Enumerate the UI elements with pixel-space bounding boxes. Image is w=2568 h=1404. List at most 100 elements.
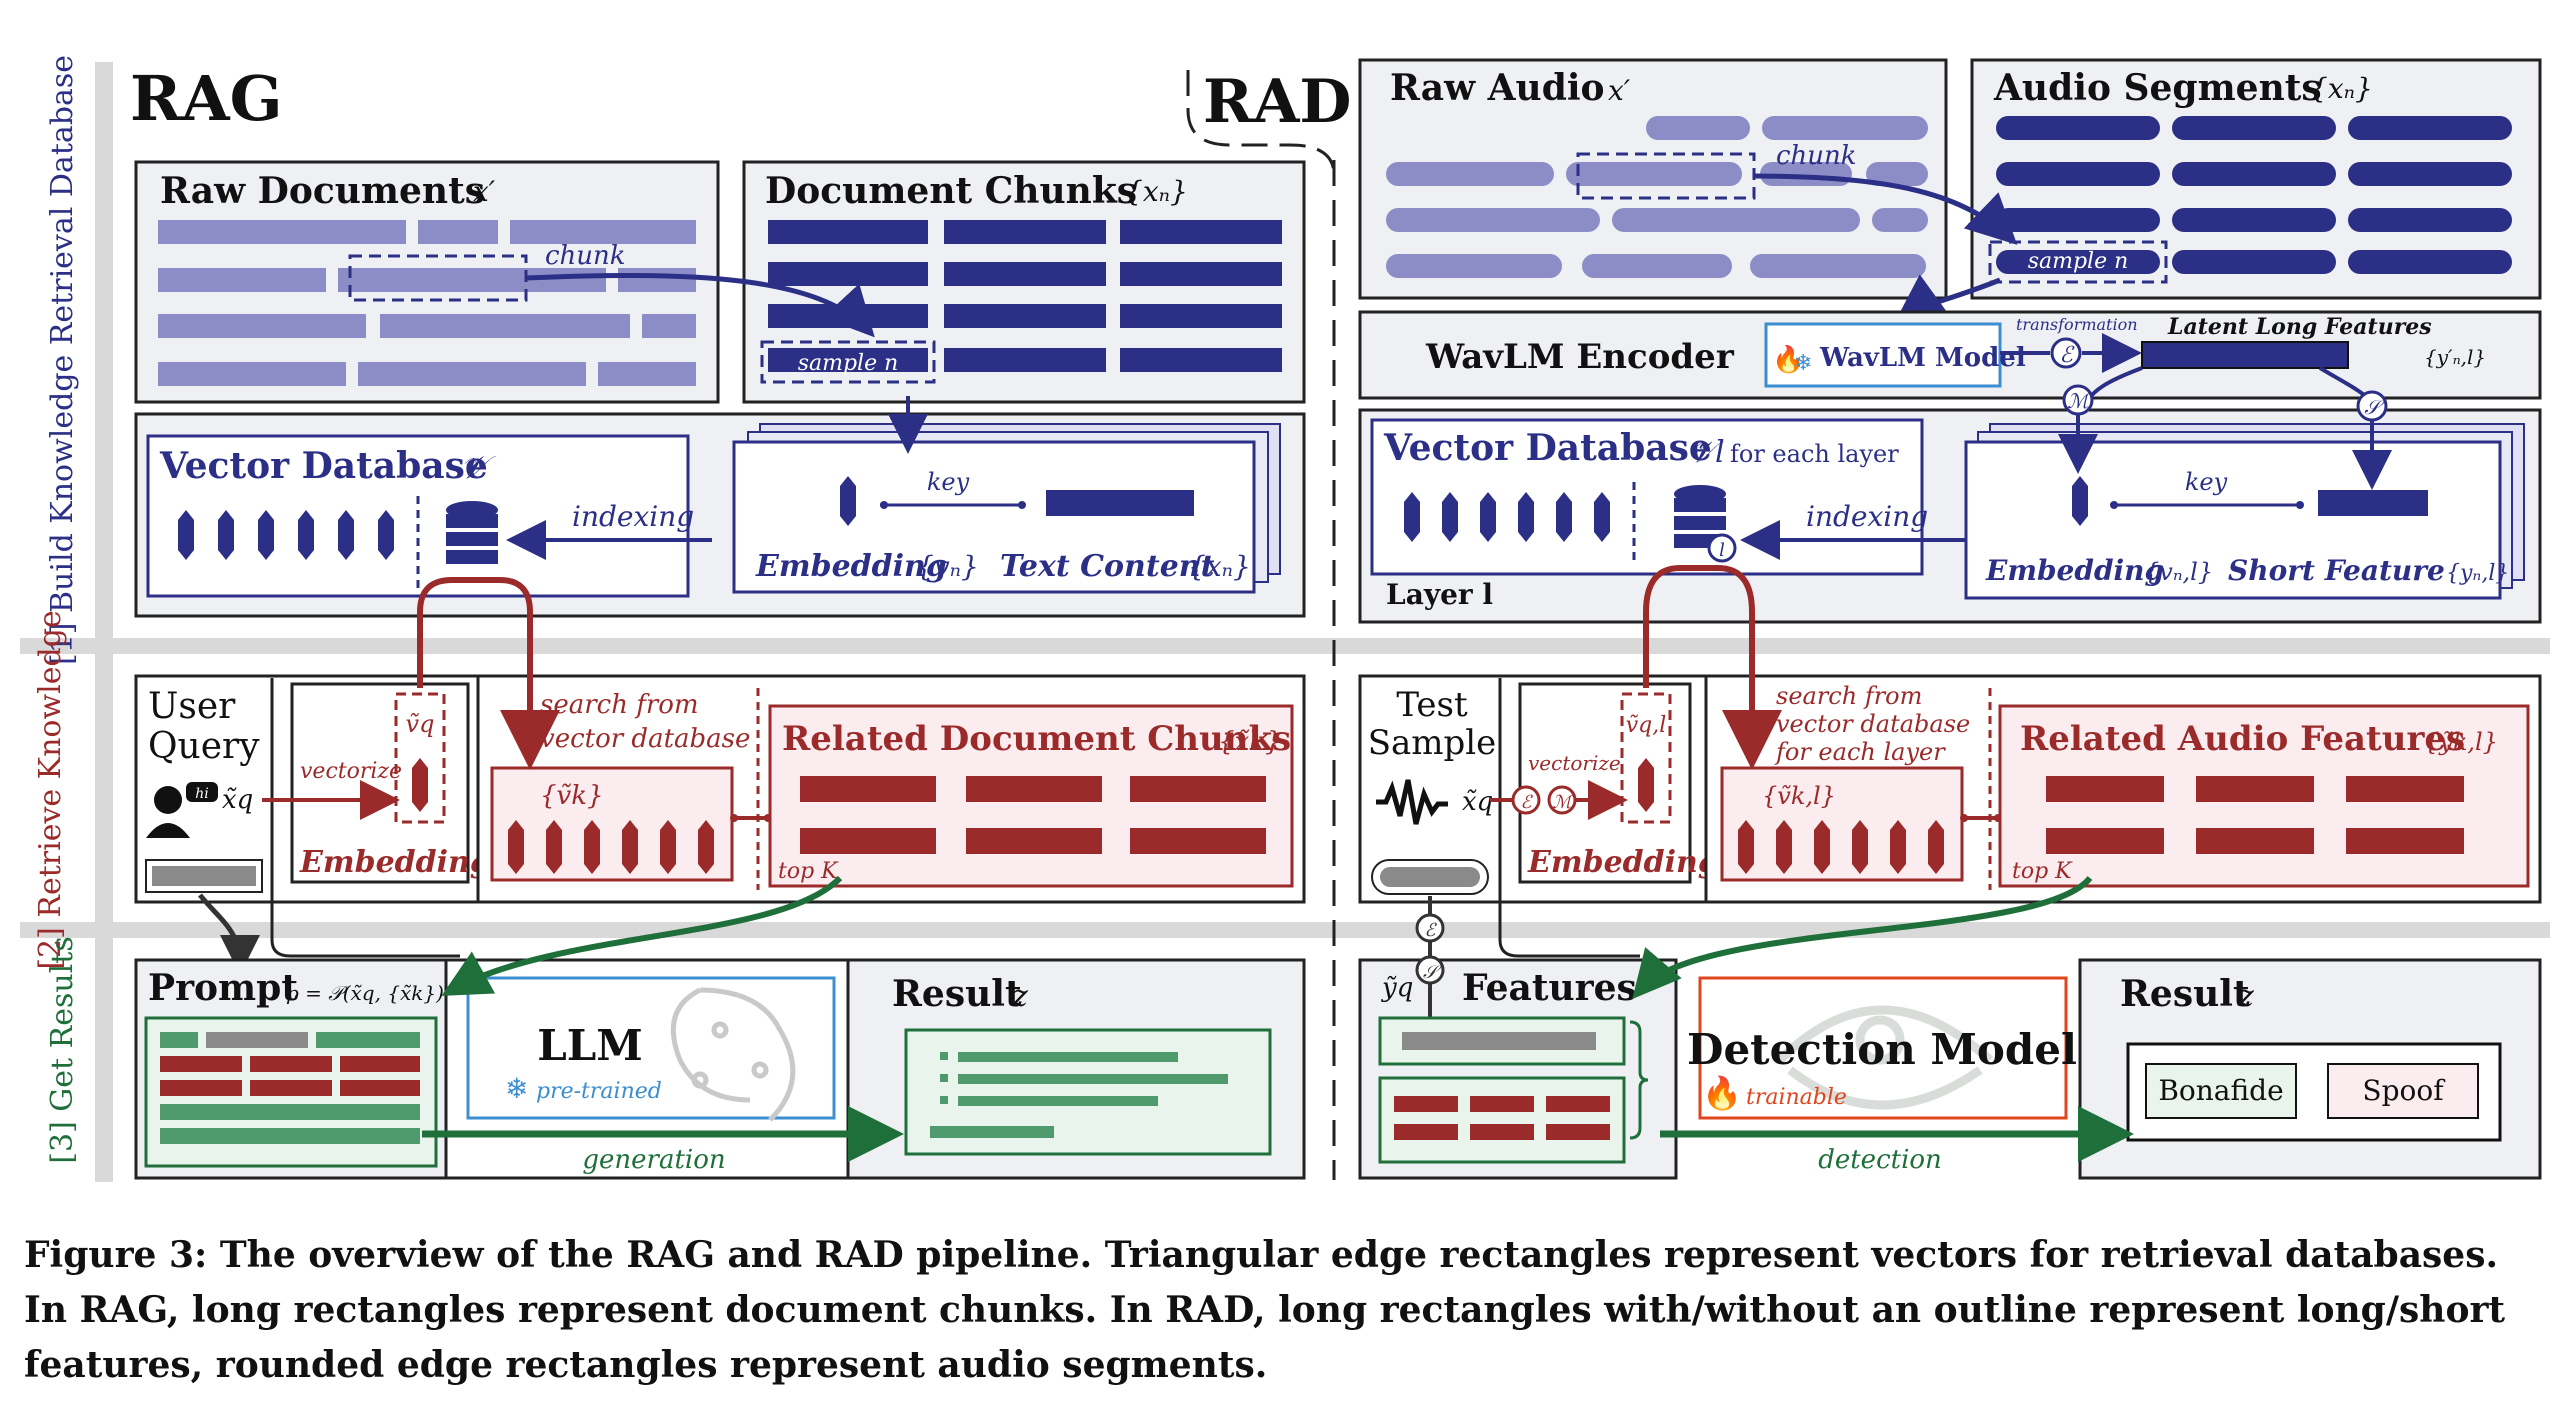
svg-text:indexing: indexing	[1806, 500, 1928, 533]
rad-features-label: Features	[1462, 967, 1637, 1009]
wavlm-model-box	[1764, 322, 2002, 388]
svg-text:ℳ: ℳ	[1552, 792, 1574, 813]
wavlm-model-label: WavLM Model	[1819, 343, 2026, 373]
rag-retrieved-vectors-box	[490, 766, 734, 882]
svg-text:{ṽk,l}: {ṽk,l}	[1762, 782, 1836, 810]
svg-text:chunk: chunk	[1776, 141, 1857, 171]
generation-label: generation	[582, 1145, 725, 1175]
latent-long-features-label: Latent Long Features	[2167, 314, 2432, 340]
caption-line-1: Figure 3: The overview of the RAG and RA…	[24, 1234, 2499, 1276]
wavlm-encoder-label: WavLM Encoder	[1425, 337, 1735, 377]
svg-text:{ỹk,l}: {ỹk,l}	[2424, 728, 2498, 756]
svg-text:[1] Build Knowledge Retrieval: [1] Build Knowledge Retrieval Database	[45, 55, 80, 665]
llm-box	[466, 976, 836, 1120]
rad-audio-segments-title: Audio Segments	[1993, 67, 2322, 109]
svg-text:[3] Get Results: [3] Get Results	[45, 936, 80, 1163]
svg-text:ỹq: ỹq	[1381, 973, 1413, 1003]
svg-text:vectorize: vectorize	[1528, 751, 1621, 775]
svg-text:key: key	[927, 468, 970, 496]
svg-text:p = 𝒫(x̃q, {x̃k}): p = 𝒫(x̃q, {x̃k})	[286, 981, 444, 1005]
rag-embedding-card	[732, 440, 1256, 594]
rad-heading: RAD	[1203, 67, 1351, 137]
rag-indexing-label: indexing	[572, 500, 694, 533]
stage-label-build: [1] Build Knowledge Retrieval Database	[45, 55, 80, 665]
svg-text:{vₙ}: {vₙ}	[916, 550, 979, 583]
svg-text:trainable: trainable	[1746, 1085, 1847, 1110]
fire-icon-2: 🔥	[1702, 1074, 1742, 1112]
svg-text:z: z	[2237, 979, 2254, 1014]
rag-result-label: Result	[892, 973, 1022, 1015]
rag-heading: RAG	[130, 62, 283, 135]
rag-vector-icons	[178, 510, 394, 560]
rag-chunk-label: chunk	[545, 241, 626, 271]
svg-text:{xₙ}: {xₙ}	[1125, 175, 1188, 208]
rag-document-chunk-bars	[768, 220, 1282, 372]
svg-text:vectorize: vectorize	[300, 759, 402, 784]
svg-text:ℰ: ℰ	[1521, 792, 1534, 813]
rag-vector-database-title: Vector Database	[159, 445, 488, 487]
detection-model-box	[1698, 976, 2068, 1120]
rad-raw-audio-title: Raw Audio	[1390, 67, 1605, 109]
layer-l-label: Layer l	[1386, 578, 1493, 611]
svg-text:{y′ₙ,l}: {y′ₙ,l}	[2424, 345, 2486, 369]
snowflake-icon-2: ❄	[1794, 351, 1812, 376]
stage-retrieve-text: [2] Retrieve Knowledge	[33, 610, 68, 969]
rad-vector-database-title: Vector Database	[1383, 427, 1712, 469]
svg-text:for each layer: for each layer	[1774, 738, 1946, 766]
svg-text:x′: x′	[473, 175, 496, 208]
brain-icon	[670, 987, 796, 1122]
caption-line-3: features, rounded edge rectangles repres…	[24, 1344, 1268, 1386]
detection-label: detection	[1818, 1145, 1942, 1175]
svg-text:ṽq,l: ṽq,l	[1626, 713, 1667, 738]
snowflake-icon: ❄	[505, 1072, 528, 1105]
svg-text:sample n: sample n	[2028, 249, 2129, 274]
user-icon	[146, 786, 190, 838]
eye-icon	[1776, 1005, 1994, 1110]
svg-text:x̃q: x̃q	[222, 785, 253, 815]
rag-sample-n: sample n	[798, 351, 899, 376]
svg-text:{yₙ,l}: {yₙ,l}	[2446, 561, 2509, 586]
operator-m-icon: ℳ	[2067, 389, 2091, 413]
rag-rad-pipeline-diagram: [1] Build Knowledge Retrieval Database […	[20, 55, 2550, 1182]
svg-text:pre-trained: pre-trained	[536, 1079, 662, 1104]
svg-text:Result: Result	[2120, 973, 2250, 1015]
svg-text:ṽq: ṽq	[406, 710, 435, 738]
operator-e-icon: ℰ	[2059, 343, 2075, 368]
figure-caption: Figure 3: The overview of the RAG and RA…	[24, 1228, 2554, 1393]
svg-text:transformation: transformation	[2016, 315, 2138, 334]
svg-text:Embedding: Embedding	[1985, 554, 2164, 587]
rag-embedding2-label: Embedding	[299, 845, 491, 880]
svg-text:Embedding: Embedding	[1527, 845, 1719, 880]
rag-related-chunks-title: Related Document Chunks	[782, 719, 1291, 759]
svg-text:{x̃k}: {x̃k}	[1218, 727, 1282, 757]
caption-line-2: In RAG, long rectangles represent docume…	[24, 1289, 2506, 1331]
svg-text:Short Feature: Short Feature	[2228, 554, 2445, 587]
database-layer-icon: l	[1674, 485, 1737, 563]
svg-text:top K: top K	[778, 859, 839, 884]
rag-raw-doc-bars	[158, 220, 696, 386]
svg-text:{xₙ}: {xₙ}	[1188, 550, 1251, 583]
svg-text:{ṽk}: {ṽk}	[540, 781, 604, 811]
svg-text:search from: search from	[1776, 682, 1922, 710]
svg-text:{xₙ}: {xₙ}	[2310, 72, 2373, 105]
rag-prompt-label: Prompt	[148, 967, 298, 1009]
svg-text:𝒱l: 𝒱l	[1690, 435, 1725, 470]
spoof-box	[2327, 1063, 2479, 1119]
rad-vector-database-box	[1370, 418, 1924, 576]
rag-embedding-label: Embedding	[755, 549, 947, 584]
svg-text:x̃q: x̃q	[1462, 787, 1493, 817]
svg-text:top K: top K	[2012, 859, 2073, 884]
spoof-label: Spoof	[2362, 1074, 2446, 1107]
database-icon	[446, 501, 498, 564]
svg-text:Sample: Sample	[1368, 723, 1497, 763]
rag-user-query-label: User	[148, 686, 236, 727]
llm-label: LLM	[537, 1021, 643, 1070]
rag-text-content-label: Text Content	[1000, 549, 1215, 584]
bonafide-label: Bonafide	[2158, 1074, 2283, 1107]
svg-text:ℰ: ℰ	[1425, 920, 1438, 941]
svg-text:l: l	[1719, 540, 1725, 561]
svg-text:for each layer: for each layer	[1730, 440, 1899, 468]
test-sample-label: Test	[1396, 685, 1468, 725]
svg-text:{vₙ,l}: {vₙ,l}	[2144, 558, 2213, 586]
rag-raw-documents-title: Raw Documents	[160, 170, 485, 212]
